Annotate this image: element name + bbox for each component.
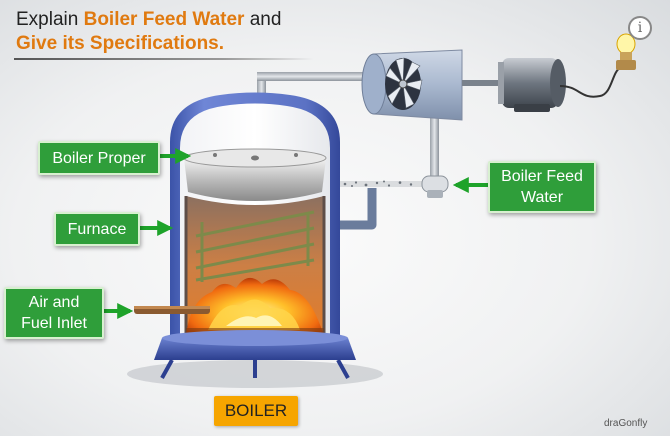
top-steam-pipe [257,72,375,106]
info-icon[interactable]: i [628,16,652,40]
light-bulb-icon [616,33,636,70]
pump-fitting [421,175,449,198]
pointer-arrows [102,148,488,319]
title-prefix: Explain [16,9,84,30]
water-tubes [195,210,315,282]
feed-pipe [336,112,439,187]
label-boiler-proper-text: Boiler Proper [52,149,146,167]
title-middle: and [244,9,282,30]
label-furnace-text: Furnace [67,220,127,238]
label-boiler-proper: Boiler Proper [38,141,160,175]
brand-logo: draGonfly [604,418,648,429]
label-air-fuel-line2: Fuel Inlet [21,315,87,332]
label-boiler-feed-water: Boiler Feed Water [488,161,596,213]
label-furnace: Furnace [54,212,140,246]
fan-motor [498,58,621,112]
page-title: Explain Boiler Feed Water and Give its S… [16,8,281,56]
title-underline [14,58,314,60]
boiler-base [154,330,356,379]
label-feed-water-line2: Water [520,189,564,206]
label-air-fuel-line1: Air and [28,294,80,311]
boiler-caption: BOILER [214,396,298,426]
label-air-fuel-inlet: Air and Fuel Inlet [4,287,104,339]
side-drain-pipe [338,188,377,230]
fan-blower [361,49,500,121]
title-highlight-specifications: Give its Specifications. [16,33,225,54]
label-feed-water-line1: Boiler Feed [501,168,583,185]
boiler-caption-text: BOILER [224,401,288,420]
title-highlight-feed-water: Boiler Feed Water [83,9,245,30]
boiler-drum [183,148,327,201]
fuel-inlet-pipe [134,306,210,314]
